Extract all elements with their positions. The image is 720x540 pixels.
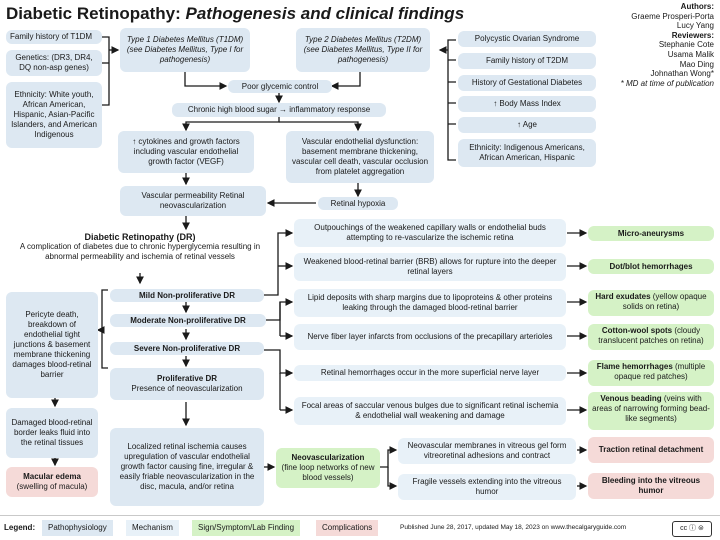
- localized-ischemia: Localized retinal ischemia causes upregu…: [110, 428, 264, 506]
- chronic-high-blood-sugar: Chronic high blood sugar → inflammatory …: [172, 103, 386, 117]
- macular-edema-sub: (swelling of macula): [16, 482, 88, 491]
- legend-pathophysiology: Pathophysiology: [42, 520, 113, 536]
- title-sub: Pathogenesis and clinical findings: [185, 4, 465, 23]
- risk-family-t1dm: Family history of T1DM: [6, 30, 102, 44]
- retinal-hypoxia: Retinal hypoxia: [318, 197, 398, 210]
- vascular-permeability: Vascular permeability Retinal neovascula…: [120, 186, 266, 216]
- finding-sub: (veins with areas of narrowing forming b…: [592, 394, 710, 423]
- risk-genetics: Genetics: (DR3, DR4, DQ non-asp genes): [6, 50, 102, 76]
- neo-mechanism-membranes: Neovascular membranes in vitreous gel fo…: [398, 438, 576, 464]
- poor-glycemic-control: Poor glycemic control: [228, 80, 332, 93]
- damaged-blood-retinal-border: Damaged blood-retinal border leaks fluid…: [6, 408, 98, 458]
- finding-title: Dot/blot hemorrhages: [609, 261, 693, 271]
- neovascularization: Neovascularization (fine loop networks o…: [276, 448, 380, 488]
- mechanism-brb-rupture: Weakened blood-retinal barrier (BRB) all…: [294, 253, 566, 281]
- macular-edema-title: Macular edema: [23, 472, 81, 481]
- finding-sub: (multiple opaque red patches): [614, 362, 706, 381]
- author-name: Graeme Prosperi-Porta: [631, 11, 714, 21]
- finding-title: Micro-aneurysms: [617, 228, 685, 238]
- finding-venous-beading: Venous beading (veins with areas of narr…: [588, 392, 714, 430]
- mechanism-venous-bulges: Focal areas of saccular venous bulges du…: [294, 397, 566, 425]
- legend-complications: Complications: [316, 520, 379, 536]
- authors-block: Authors: Graeme Prosperi-Porta Lucy Yang…: [594, 2, 714, 88]
- proliferative-title: Proliferative DR: [156, 374, 218, 383]
- mechanism-outpouchings: Outpouchings of the weakened capillary w…: [294, 219, 566, 247]
- finding-title: Venous beading: [600, 394, 662, 403]
- risk-ethnicity-t1: Ethnicity: White youth, African American…: [6, 82, 102, 148]
- dr-definition: Diabetic Retinopathy (DR) A complication…: [4, 232, 276, 262]
- legend-published: Published June 28, 2017, updated May 18,…: [400, 524, 627, 531]
- reviewer-name: Johnathan Wong*: [650, 69, 714, 79]
- finding-flame-hemorrhages: Flame hemorrhages (multiple opaque red p…: [588, 360, 714, 386]
- risk-gestational: History of Gestational Diabetes: [458, 75, 596, 91]
- risk-age: ↑ Age: [458, 117, 596, 133]
- authors-note: * MD at time of publication: [620, 78, 714, 88]
- reviewers-label: Reviewers:: [671, 30, 714, 40]
- finding-hard-exudates: Hard exudates (yellow opaque solids on r…: [588, 290, 714, 316]
- finding-cotton-wool: Cotton-wool spots (cloudy translucent pa…: [588, 324, 714, 350]
- stage-moderate: Moderate Non-proliferative DR: [110, 314, 266, 327]
- author-name: Lucy Yang: [676, 21, 714, 31]
- neovascularization-title: Neovascularization: [291, 453, 365, 462]
- dr-description: A complication of diabetes due to chroni…: [19, 242, 261, 261]
- legend-sign: Sign/Symptom/Lab Finding: [192, 520, 301, 536]
- risk-ethnicity-t2: Ethnicity: Indigenous Americans, African…: [458, 139, 596, 167]
- pericyte-death: Pericyte death, breakdown of endothelial…: [6, 292, 98, 398]
- complication-vitreous-bleeding: Bleeding into the vitreous humor: [588, 473, 714, 499]
- mechanism-retinal-hemorrhages: Retinal hemorrhages occur in the more su…: [294, 365, 566, 381]
- legend-mechanism: Mechanism: [126, 520, 179, 536]
- legend-bar: Legend: Pathophysiology Mechanism Sign/S…: [0, 515, 720, 540]
- mechanism-nerve-infarcts: Nerve fiber layer infarcts from occlusio…: [294, 324, 566, 350]
- neo-mechanism-fragile-vessels: Fragile vessels extending into the vitre…: [398, 474, 576, 500]
- dr-title: Diabetic Retinopathy (DR): [84, 232, 196, 242]
- proliferative-sub: Presence of neovascularization: [131, 384, 243, 393]
- complication-traction-detachment: Traction retinal detachment: [588, 437, 714, 463]
- finding-sub: (yellow opaque solids on retina): [622, 292, 707, 311]
- neovascularization-sub: (fine loop networks of new blood vessels…: [281, 463, 375, 482]
- endothelial-dysfunction: Vascular endothelial dysfunction: baseme…: [286, 131, 434, 183]
- finding-title: Flame hemorrhages: [596, 362, 673, 371]
- authors-label: Authors:: [680, 2, 714, 11]
- risk-bmi: ↑ Body Mass Index: [458, 96, 596, 112]
- reviewer-name: Usama Malik: [667, 49, 714, 59]
- cytokines-vegf: ↑ cytokines and growth factors including…: [118, 131, 254, 173]
- finding-micro-aneurysms: Micro-aneurysms: [588, 226, 714, 241]
- legend-label: Legend:: [4, 523, 36, 532]
- stage-mild: Mild Non-proliferative DR: [110, 289, 264, 302]
- t2dm-box: Type 2 Diabetes Mellitus (T2DM) (see Dia…: [296, 28, 430, 72]
- risk-family-t2dm: Family history of T2DM: [458, 53, 596, 69]
- macular-edema: Macular edema (swelling of macula): [6, 467, 98, 497]
- page-title: Diabetic Retinopathy: Pathogenesis and c…: [6, 4, 464, 24]
- mechanism-lipid-deposits: Lipid deposits with sharp margins due to…: [294, 289, 566, 317]
- reviewer-name: Mao Ding: [679, 59, 714, 69]
- finding-sub: (cloudy translucent patches on retina): [598, 326, 704, 345]
- cc-license-icon: cc ⓘ ⊜: [672, 521, 712, 537]
- stage-severe: Severe Non-proliferative DR: [110, 342, 264, 355]
- finding-title: Cotton-wool spots: [601, 326, 673, 335]
- finding-title: Hard exudates: [595, 292, 651, 301]
- stage-proliferative: Proliferative DR Presence of neovascular…: [110, 368, 264, 400]
- risk-pcos: Polycystic Ovarian Syndrome: [458, 31, 596, 47]
- title-main: Diabetic Retinopathy:: [6, 4, 181, 23]
- t1dm-box: Type 1 Diabetes Mellitus (T1DM) (see Dia…: [120, 28, 250, 72]
- reviewer-name: Stephanie Cote: [658, 40, 714, 50]
- finding-dot-blot: Dot/blot hemorrhages: [588, 259, 714, 274]
